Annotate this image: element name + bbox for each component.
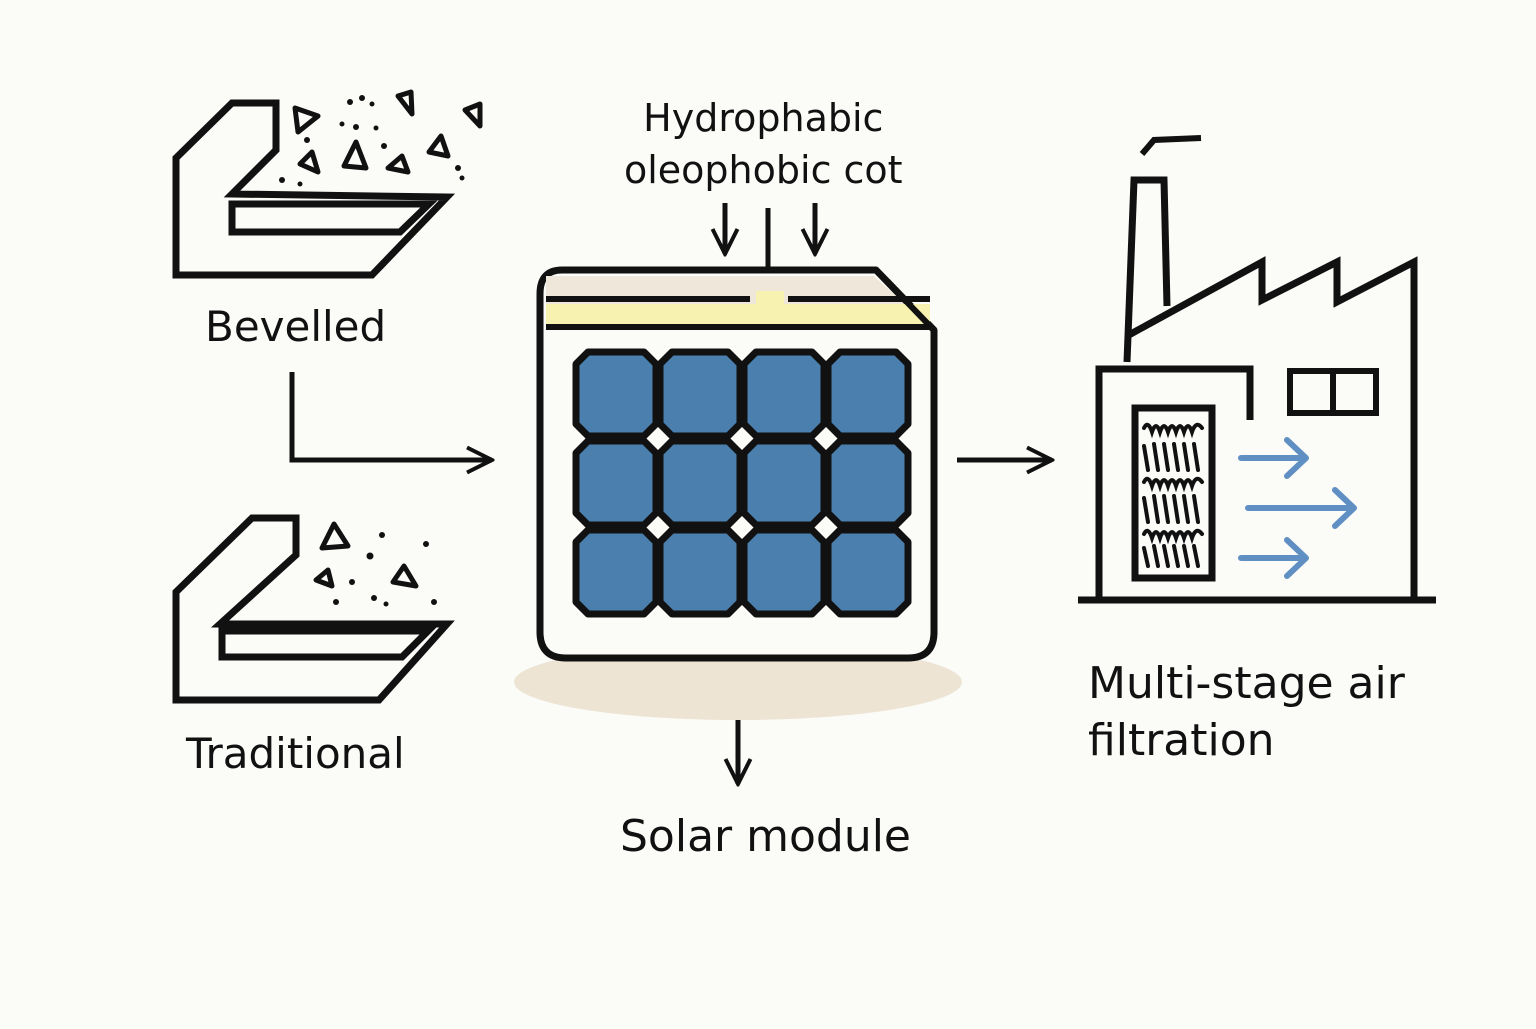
panel-shadow [514,644,962,720]
bevelled-particles-icon [279,89,483,187]
coating-layer [546,304,930,326]
label-bevelled: Bevelled [205,302,387,351]
solar-cell [572,348,660,440]
label-traditional: Traditional [186,729,405,778]
label-air-filtration: Multi-stage air filtration [1088,655,1405,769]
label-coating-line2: oleophobic cot [624,148,903,193]
solar-cell [740,526,828,618]
solar-cell [740,348,828,440]
label-air-filtration-line2: filtration [1088,715,1275,767]
solar-panel [514,266,962,720]
solar-cell [824,526,912,618]
label-solar-module: Solar module [620,811,912,862]
label-coating-line1: Hydrophabic [643,96,884,140]
solar-cell [572,526,660,618]
air-filter-icon [1131,404,1216,582]
bevelled-to-panel-arrow [289,372,492,460]
bevelled-edge-icon [172,99,456,279]
solar-cell [656,526,744,618]
factory-icon [1078,135,1436,604]
label-coating: Hydrophabic oleophobic cot [624,92,903,197]
solar-cell [656,348,744,440]
solar-cell-grid [572,348,912,618]
airflow-arrows [1238,437,1357,579]
solar-cell [824,348,912,440]
label-air-filtration-line1: Multi-stage air [1088,658,1405,709]
solar-cell [824,437,912,529]
traditional-edge-icon [172,514,455,704]
solar-cell [572,437,660,529]
solar-cell [740,437,828,529]
solar-cell [656,437,744,529]
traditional-particles-icon [313,521,437,607]
